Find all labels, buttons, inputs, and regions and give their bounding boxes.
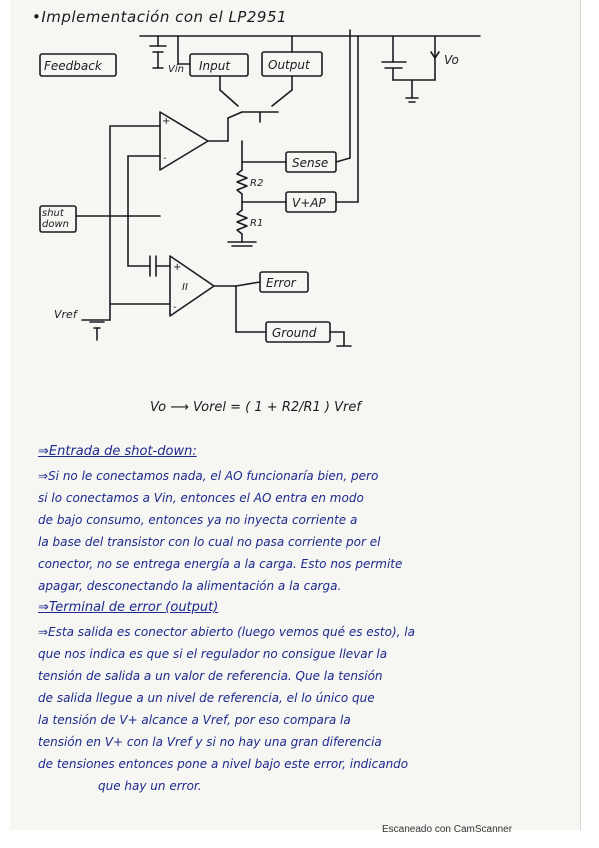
- notebook-page: •Implementación con el LP2951: [10, 0, 581, 830]
- section-line: la tensión de V+ alcance a Vref, por eso…: [38, 713, 351, 727]
- formula: Vo ⟶ Vorel = ( 1 + R2/R1 ) Vref: [150, 400, 361, 415]
- output-block-label: Output: [268, 58, 311, 72]
- section-heading: ⇒Terminal de error (output): [38, 600, 219, 615]
- section-line: tensión en V+ con la Vref y si no hay un…: [38, 735, 382, 749]
- vtap-block-label: V+AP: [292, 196, 326, 210]
- vref-label: Vref: [54, 308, 79, 321]
- sense-block-label: Sense: [292, 156, 328, 170]
- amp2-plus: +: [173, 262, 181, 273]
- amp2-minus: -: [173, 302, 177, 313]
- error-block-label: Error: [266, 276, 297, 290]
- amp2-label: II: [182, 282, 188, 293]
- section-line: la base del transistor con lo cual no pa…: [38, 535, 381, 549]
- r1-label: R1: [250, 218, 263, 229]
- amp1-plus: +: [162, 116, 170, 127]
- section-line: conector, no se entrega energía a la car…: [38, 557, 403, 571]
- section-line: de salida llegue a un nivel de referenci…: [38, 691, 375, 705]
- input-block-label: Input: [199, 59, 231, 73]
- section-line: de tensiones entonces pone a nivel bajo …: [38, 757, 409, 771]
- section-error-terminal: ⇒Terminal de error (output) ⇒Esta salida…: [38, 600, 573, 797]
- section-line: que hay un error.: [98, 779, 202, 793]
- amp1-minus: -: [163, 153, 167, 164]
- section-heading: ⇒Entrada de shot-down:: [38, 444, 197, 459]
- section-line: de bajo consumo, entonces ya no inyecta …: [38, 513, 358, 527]
- section-line: que nos indica es que si el regulador no…: [38, 647, 388, 661]
- feedback-block-label: Feedback: [44, 59, 103, 73]
- vin-label: Vin: [168, 64, 184, 75]
- section-line: ⇒Si no le conectamos nada, el AO funcion…: [38, 469, 379, 483]
- section-line: tensión de salida a un valor de referenc…: [38, 669, 383, 683]
- page-title: •Implementación con el LP2951: [32, 8, 288, 26]
- r2-label: R2: [250, 178, 263, 189]
- section-line: apagar, desconectando la alimentación a …: [38, 579, 342, 593]
- ground-block-label: Ground: [272, 326, 317, 340]
- section-shutdown: ⇒Entrada de shot-down: ⇒Si no le conecta…: [38, 444, 573, 597]
- circuit-diagram: Feedback Input Output Vin Vo Sense V+AP …: [39, 29, 481, 347]
- scanner-watermark: Escaneado con CamScanner: [382, 824, 513, 835]
- vo-label: Vo: [444, 53, 459, 67]
- shutdown-block-label: shut down: [42, 208, 69, 230]
- section-line: ⇒Esta salida es conector abierto (luego …: [38, 625, 415, 639]
- section-line: si lo conectamos a Vin, entonces el AO e…: [38, 491, 364, 505]
